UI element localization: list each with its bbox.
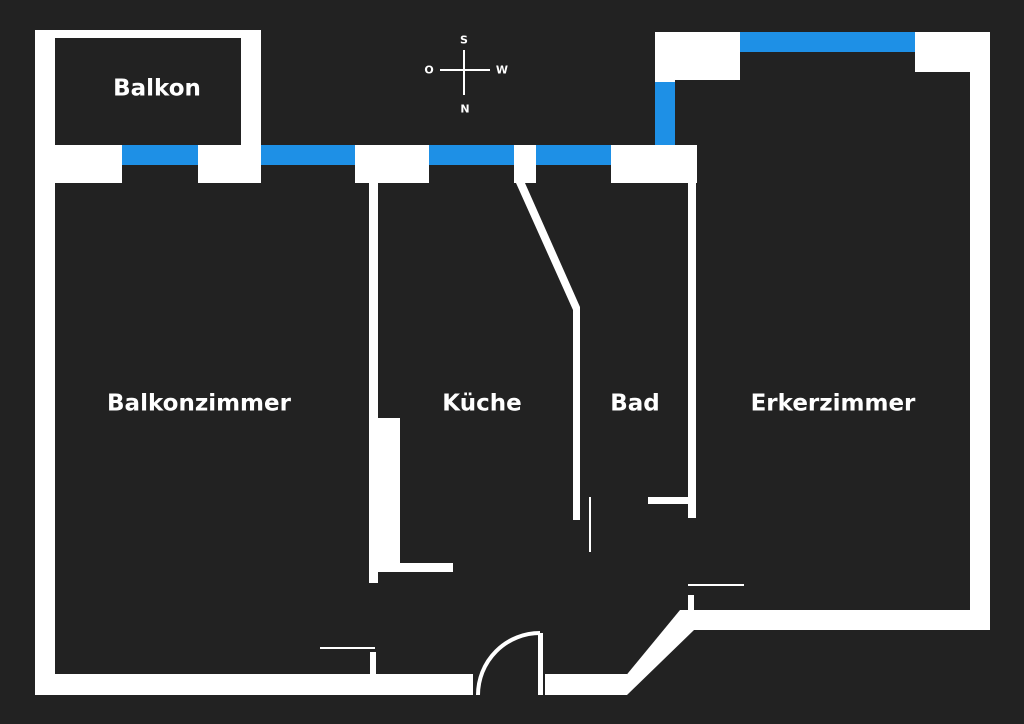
balcony-walls [35,30,261,165]
interior-walls [369,183,696,674]
room-label-erkerzimmer: Erkerzimmer [750,390,916,417]
entrance-door [476,631,543,696]
room-label-balkonzimmer: Balkonzimmer [107,390,291,417]
compass [440,50,490,95]
room-label-bad: Bad [610,390,660,417]
compass-label-east: O [424,63,434,77]
compass-label-south: S [460,33,468,47]
room-label-kueche: Küche [442,390,522,417]
compass-label-west: W [495,63,509,77]
door-swings [320,497,744,649]
compass-label-north: N [460,102,470,116]
room-label-balkon: Balkon [113,75,201,102]
outer-walls [35,32,990,695]
windows [122,32,915,165]
